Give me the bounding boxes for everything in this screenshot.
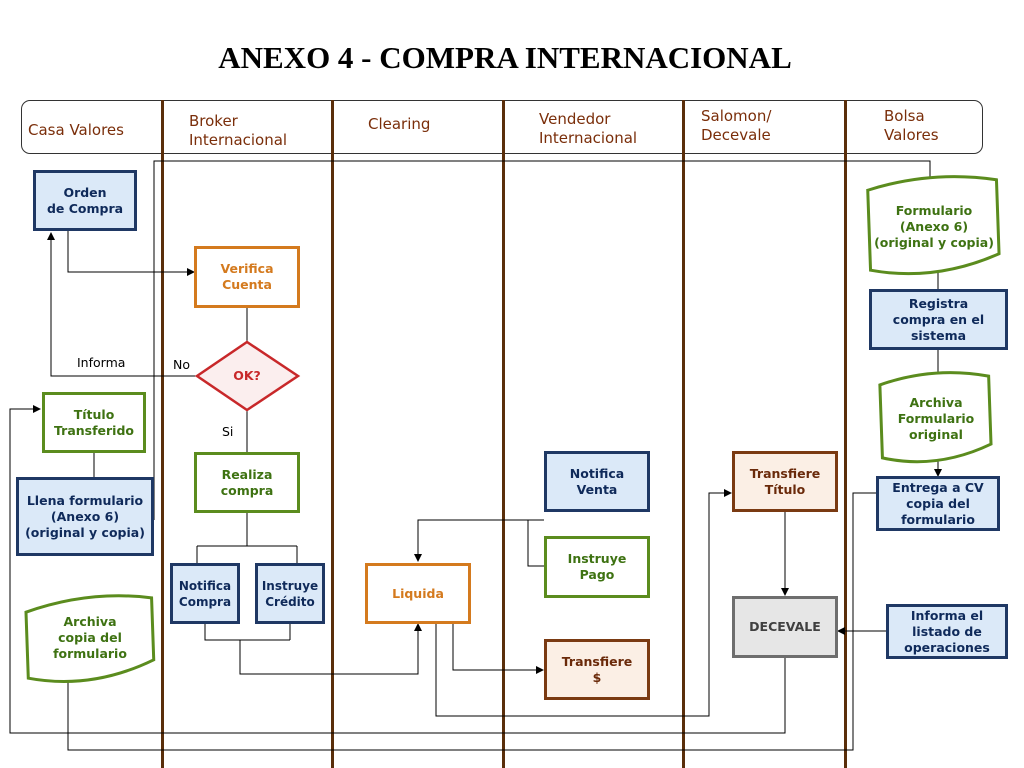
connector-credit-to-liquida xyxy=(204,624,418,675)
node-notifica-venta: Notifica Venta xyxy=(544,451,650,512)
node-formulario-anexo6: Formulario (Anexo 6) (original y copia) xyxy=(874,203,994,250)
lane-divider xyxy=(682,100,685,768)
node-instruye-pago: Instruye Pago xyxy=(544,536,650,598)
node-ok: OK? xyxy=(233,368,261,383)
node-realiza-compra: Realiza compra xyxy=(194,452,300,513)
lane-label-bolsa-valores: Bolsa Valores xyxy=(884,107,939,144)
connector-realiza-split xyxy=(196,513,298,563)
lane-label-clearing: Clearing xyxy=(368,115,431,133)
node-archiva-original: Archiva Formulario original xyxy=(897,395,975,442)
node-llena-formulario: Llena formulario (Anexo 6) (original y c… xyxy=(16,477,154,556)
connector-venta-to-liquida xyxy=(414,519,544,562)
node-titulo-transferido: Título Transferido xyxy=(42,392,146,453)
connector-ok-no-to-orden xyxy=(47,232,197,377)
document-shape-archiva-copia xyxy=(24,594,156,683)
node-notifica-compra: Notifica Compra xyxy=(170,563,240,624)
lane-divider xyxy=(161,100,164,768)
connector-entrega-to-archiva-copia xyxy=(64,492,876,751)
node-registra-compra: Registra compra en el sistema xyxy=(869,289,1008,350)
node-informa-listado: Informa el listado de operaciones xyxy=(886,604,1008,659)
node-instruye-credito: Instruye Crédito xyxy=(255,563,325,624)
decision-diamond xyxy=(194,340,301,412)
lane-divider xyxy=(844,100,847,768)
node-archiva-copia: Archiva copia del formulario xyxy=(53,614,127,661)
node-decevale: DECEVALE xyxy=(732,596,838,658)
lane-divider xyxy=(331,100,334,768)
connector-decevale-to-titulo-transferido xyxy=(9,405,786,734)
lane-label-salomon-decevale: Salomon/ Decevale xyxy=(701,107,772,144)
node-verifica-cuenta: Verifica Cuenta xyxy=(194,246,300,308)
node-transfiere-dinero: Transfiere $ xyxy=(544,639,650,700)
connector-orden-to-verifica xyxy=(67,231,195,276)
page-title: ANEXO 4 - COMPRA INTERNACIONAL xyxy=(218,40,792,75)
connector-liquida-to-titulo xyxy=(435,489,732,717)
document-shape-formulario xyxy=(866,175,1001,276)
edge-label-informa: Informa xyxy=(77,355,126,370)
lane-label-broker-internacional: Broker Internacional xyxy=(189,112,288,149)
node-transfiere-titulo: Transfiere Título xyxy=(732,451,838,512)
edge-label-si: Si xyxy=(222,424,234,439)
node-orden-compra: Orden de Compra xyxy=(33,170,137,231)
connector-liquida-to-dinero xyxy=(452,624,544,674)
document-shape-archiva-original xyxy=(878,371,993,464)
connector-llena-to-formulario xyxy=(153,160,934,520)
connector-venta-bracket xyxy=(527,520,544,567)
lane-label-vendedor-internacional: Vendedor Internacional xyxy=(539,110,638,147)
edge-label-no: No xyxy=(173,357,190,372)
lane-divider xyxy=(502,100,505,768)
node-entrega-cv: Entrega a CV copia del formulario xyxy=(876,476,1000,531)
node-liquida: Liquida xyxy=(365,563,471,624)
lane-label-casa-valores: Casa Valores xyxy=(28,121,124,139)
